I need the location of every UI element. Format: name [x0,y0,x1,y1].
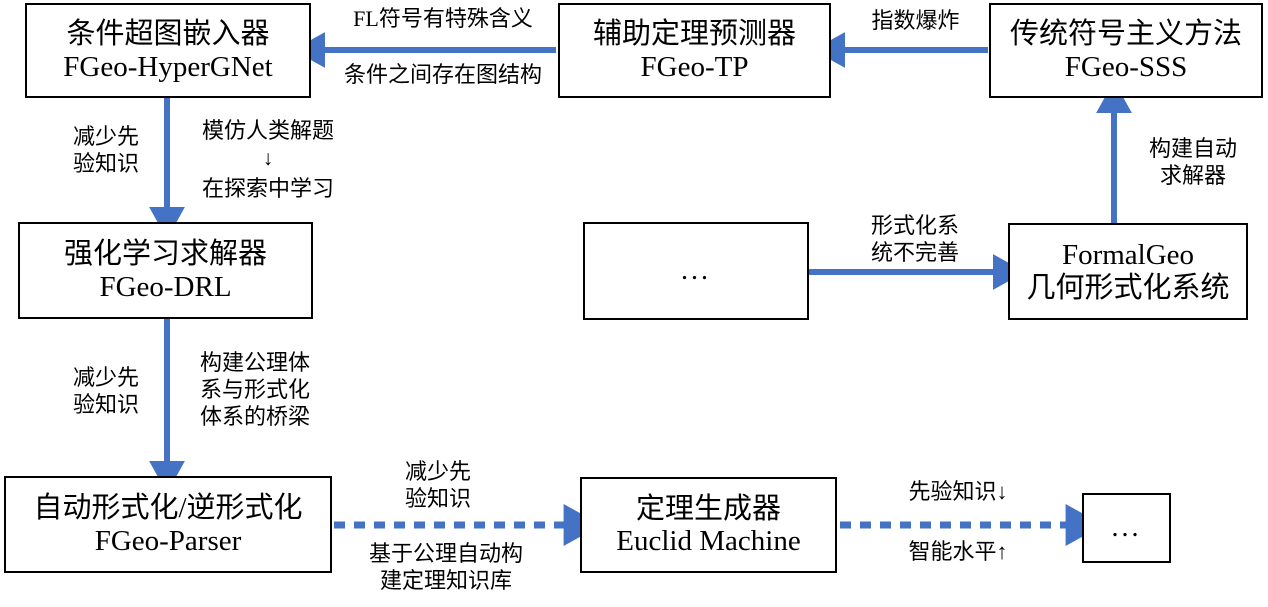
node-fgeo-parser-line1: 自动形式化/逆形式化 [33,492,303,525]
node-hypergnet-line2: FGeo-HyperGNet [63,50,273,83]
node-fgeo-tp-line2: FGeo-TP [640,50,749,83]
node-fgeo-tp[interactable]: 辅助定理预测器 FGeo-TP [558,3,831,98]
edge-label-formalgeo-to-sss: 构建自动 求解器 [1148,136,1237,188]
node-more-middle[interactable]: ... [583,222,809,320]
node-fgeo-sss[interactable]: 传统符号主义方法 FGeo-SSS [989,3,1263,98]
node-hypergnet[interactable]: 条件超图嵌入器 FGeo-HyperGNet [25,3,311,98]
edge-label-hypergnet-to-drl-imitate: 模仿人类解题 [201,118,334,143]
edge-label-drl-to-parser-right: 构建公理体 系与形式化 体系的桥梁 [199,350,310,429]
edge-label-tp-to-hypergnet-above: FL符号有特殊含义 [353,6,533,31]
edge-label-euclid-to-more-top: 先验知识↓ [908,479,1008,504]
node-fgeo-drl-line2: FGeo-DRL [99,270,232,303]
node-fgeo-parser[interactable]: 自动形式化/逆形式化 FGeo-Parser [4,476,332,573]
node-fgeo-drl[interactable]: 强化学习求解器 FGeo-DRL [18,222,313,319]
edge-label-hypergnet-to-drl-downarrow: ↓ [262,146,274,170]
edge-label-hypergnet-to-drl-left: 减少先 验知识 [72,124,139,176]
node-more-end[interactable]: ... [1082,493,1171,563]
edge-label-parser-to-euclid-top: 减少先 验知识 [404,459,471,511]
edge-label-sss-to-tp: 指数爆炸 [871,8,960,33]
edge-label-tp-to-hypergnet-below: 条件之间存在图结构 [343,62,542,87]
node-more-middle-label: ... [681,255,711,287]
node-formalgeo-line1: FormalGeo [1061,239,1195,272]
node-euclid-machine-line2: Euclid Machine [616,525,801,557]
edge-label-hypergnet-to-drl-explore: 在探索中学习 [201,176,334,201]
node-fgeo-sss-line1: 传统符号主义方法 [1009,18,1242,51]
node-euclid-machine[interactable]: 定理生成器 Euclid Machine [580,477,837,573]
node-more-end-label: ... [1111,512,1142,544]
node-fgeo-parser-line2: FGeo-Parser [94,524,242,557]
edge-label-drl-to-parser-left: 减少先 验知识 [72,365,139,417]
node-fgeo-drl-line1: 强化学习求解器 [63,238,267,271]
edge-label-parser-to-euclid-bottom: 基于公理自动构 建定理知识库 [368,541,523,593]
node-euclid-machine-line1: 定理生成器 [635,492,781,525]
node-hypergnet-line1: 条件超图嵌入器 [66,18,270,51]
edge-label-more-to-formalgeo: 形式化系 统不完善 [870,213,959,265]
node-formalgeo[interactable]: FormalGeo 几何形式化系统 [1008,223,1248,320]
node-fgeo-tp-line1: 辅助定理预测器 [592,18,796,51]
node-formalgeo-line2: 几何形式化系统 [1026,271,1230,304]
edge-label-euclid-to-more-bottom: 智能水平↑ [908,539,1008,564]
node-fgeo-sss-line2: FGeo-SSS [1064,50,1188,83]
